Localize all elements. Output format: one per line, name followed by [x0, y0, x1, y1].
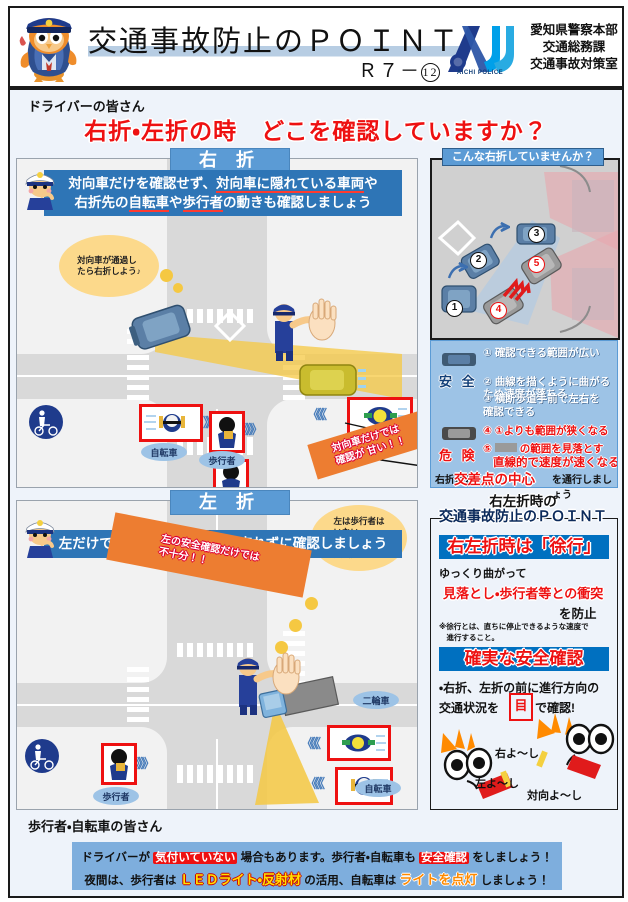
highlight-box-bicycle — [139, 404, 203, 442]
gray-swatch — [494, 443, 517, 452]
point-body-1-tail: を防止 — [559, 607, 597, 621]
legend-footer-highlight: 交差点の中心 — [454, 472, 535, 487]
call-left: 左よ～し — [475, 778, 519, 790]
org-line-2: 交通総務課 — [542, 40, 606, 54]
tab-bad-right-turn: こんな右折していませんか？ — [442, 148, 604, 166]
police-officer-salute-icon-right — [25, 172, 55, 210]
marker-2: 2 — [470, 252, 487, 269]
point-body-2-line2b: で確認! — [535, 701, 575, 715]
danger-car-icon — [442, 427, 476, 440]
bicycle-icon — [144, 414, 185, 432]
blue-car-right-turn — [129, 304, 191, 350]
driver-thought-bubble-right: 対向車が通過し たら右折しよう♪ — [59, 235, 159, 297]
driver-lead-text: ドライバーの皆さん — [28, 99, 145, 114]
diamond-road-marking — [213, 309, 247, 343]
legend-item-2: ② 曲線を描くように曲がる ため速度が落ちる — [483, 375, 611, 401]
label-pedestrian: 歩行者 — [199, 451, 245, 469]
yellow-hidden-vehicle — [299, 364, 366, 396]
issuing-organization: 愛知県警察本部 交通総務課 交通事故対策室 — [522, 22, 626, 73]
footer-line-1: ドライバーが 気付いていない 場合もあります。歩行者・自転車も 安全確認 をしま… — [81, 852, 553, 864]
legend-panel: 安 全 ① 確認できる範囲が広い ② 曲線を描くように曲がる ため速度が落ちる … — [430, 340, 618, 488]
police-officer-stop-hand-icon — [273, 298, 337, 361]
eyes-megaphone-left-icon — [441, 729, 513, 799]
point-band-slow: 右左折時は「徐行」 — [439, 535, 609, 559]
tab-left-turn: 左 折 — [170, 490, 290, 515]
footer-lead: 歩行者・自転車の皆さん — [28, 819, 163, 834]
turn-arrow-1 — [447, 262, 468, 279]
police-officer-salute-icon-left — [25, 520, 55, 558]
org-line-3: 交通事故対策室 — [530, 57, 618, 71]
eye-kanji-icon: 目 — [509, 693, 533, 721]
left-vision-cone — [255, 703, 319, 805]
issue-number: Ｒ７－12 — [358, 61, 441, 82]
bubble-text-right: 対向車が通過し たら右折しよう♪ — [77, 255, 141, 276]
tab-right-turn: 右 折 — [170, 148, 290, 173]
legend-footer-a: 右折時は — [435, 475, 475, 486]
lroad-center-n — [216, 501, 218, 535]
footer-band: ドライバーが 気付いていない 場合もあります。歩行者・自転車も 安全確認 をしま… — [72, 842, 562, 890]
point-body-1-red: 見落とし・歩行者等との衝突 — [443, 586, 604, 601]
point-panel: 右左折時は「徐行」 ゆっくり曲がって 見落とし・歩行者等との衝突 を防止 ※徐行… — [430, 518, 618, 810]
highlight-box-motorcycle-left — [327, 725, 391, 761]
bad-turn-diagram: 1 2 3 4 5 — [430, 158, 620, 340]
lroad-center-h — [17, 704, 417, 706]
motorcycle-left-icon — [342, 734, 386, 752]
aichi-police-logo-icon — [448, 26, 514, 73]
eyes-megaphone-right-icon — [536, 713, 615, 779]
point-band-check: 確実な安全確認 — [439, 647, 609, 671]
poster-title: 交通事故防止のＰＯＩＮＴ — [88, 26, 461, 58]
logo-caption: AICHI POLICE — [456, 70, 504, 76]
point-panel-heading-1: 右左折時の — [489, 494, 557, 509]
point-body-2-line1: ・右折、左折の前に進行方向の — [439, 681, 600, 695]
label-bicycle: 自転車 — [141, 443, 187, 461]
vision-range-overlays — [437, 165, 618, 338]
point-body-1: ゆっくり曲がって — [439, 568, 527, 580]
footer-line-2: 夜間は、歩行者は ＬＥＤライト・反射材 の活用、自転車は ライトを点灯 しましょ… — [84, 872, 550, 887]
legend-item-5: ⑤ の範囲を見落とす — [483, 443, 604, 455]
road-center-line-h — [17, 375, 417, 377]
point-note: ※徐行とは、直ちに停止できるような速度で 進行すること。 — [439, 622, 589, 642]
lchevron-east-pedestrian: 》》》 — [135, 756, 155, 771]
call-oncoming: 対向よ～し — [527, 790, 582, 802]
speed-chevrons-red — [502, 277, 531, 302]
main-question-title: 右折・左折の時 どこを確認していますか？ — [84, 118, 548, 144]
police-officer-stop-hand-icon-left — [237, 652, 301, 715]
turn-arrow-2 — [489, 222, 510, 239]
legend-item-4: ④ ①よりも範囲が狭くなる — [483, 425, 609, 437]
pedestrian-left-icon — [110, 749, 128, 780]
marker-3: 3 — [528, 226, 545, 243]
legend-item-1: ① 確認できる範囲が広い — [483, 347, 600, 359]
highlight-box-pedestrian-south — [213, 459, 249, 487]
marker-5: 5 — [528, 256, 545, 273]
highlight-box-pedestrian-left — [101, 743, 137, 785]
poster-header: 交通事故防止のＰＯＩＮＴ Ｒ７－12 AICHI POLICE 愛知県警察本部 … — [8, 6, 624, 88]
label-bicycle-left: 自転車 — [355, 779, 401, 797]
legend-danger-label: 危 険 — [439, 448, 478, 463]
legend-item-3: ③ 横断歩道手前で左右を 確認できる — [483, 393, 600, 418]
call-right: 右よ～し — [495, 748, 539, 760]
legend-danger-extra: 直線的で速度が速くなる — [493, 457, 618, 469]
lchevron-west-motorcycle: 《《《 — [301, 736, 321, 751]
lchevron-west-bicycle: 《《《 — [305, 776, 325, 791]
bicycle-pedestrian-road-sign — [29, 405, 63, 439]
point-panel-heading-2: 交通事故防止のＰＯＩＮＴ — [439, 508, 607, 524]
marker-4: 4 — [490, 302, 507, 319]
owl-police-mascot-icon — [19, 18, 77, 82]
legend-footer-row: 交差点の中心 を通行しましょう — [434, 468, 620, 501]
chevron-west-motorcycle: 《《《 — [307, 407, 327, 422]
legend-footer-c: を通行しましょう — [552, 475, 612, 501]
label-motorcycle-left: 二輪車 — [353, 691, 399, 709]
marker-1: 1 — [446, 300, 463, 317]
point-body-2-line2a: 交通状況を — [439, 701, 500, 715]
legend-safe-label: 安 全 — [439, 374, 478, 389]
safe-car-icon — [442, 353, 476, 366]
chevron-east-pedestrian: 》》》 — [243, 422, 263, 437]
label-pedestrian-left: 歩行者 — [93, 787, 139, 805]
pedestrian-icon — [218, 417, 236, 448]
org-line-1: 愛知県警察本部 — [530, 23, 618, 37]
right-turn-instruction-banner: 対向車だけを確認せず、対向車に隠れている車両や 右折先の自転車や歩行者の動きも確… — [44, 170, 402, 216]
highlight-box-pedestrian — [209, 411, 245, 453]
poster-body: ドライバーの皆さん 右折・左折の時 どこを確認していますか？ 右 折 — [8, 88, 624, 898]
bicycle-pedestrian-road-sign-left — [25, 739, 59, 773]
